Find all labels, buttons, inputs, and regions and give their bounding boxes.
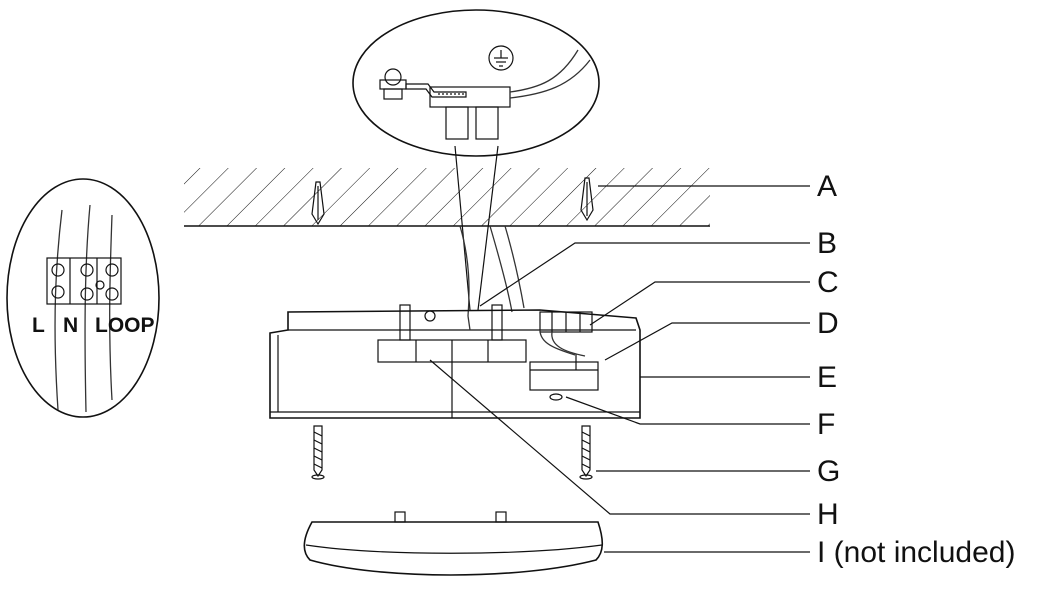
callout-b: B (817, 227, 837, 260)
screw-right (579, 425, 593, 480)
terminal-label-l: L (32, 314, 45, 337)
terminal-detail-bubble: L N LOOP (6, 178, 160, 418)
callout-i: I (not included) (817, 536, 1015, 569)
terminal-label-n: N (63, 314, 78, 337)
earth-detail-bubble (352, 9, 600, 311)
callout-a: A (817, 170, 837, 203)
callout-h: H (817, 498, 839, 531)
callout-e: E (817, 361, 837, 394)
callout-d: D (817, 307, 839, 340)
callout-f: F (817, 408, 835, 441)
wall-plug-right (580, 177, 594, 222)
wall-plug-left (311, 181, 325, 226)
ceiling (184, 168, 710, 227)
terminal-label-loop: LOOP (95, 314, 155, 337)
callout-c: C (817, 266, 839, 299)
callout-g: G (817, 455, 840, 488)
light-base (269, 304, 641, 419)
diffuser (303, 511, 604, 576)
terminal-block (46, 257, 122, 305)
screw-left (311, 425, 325, 480)
leader-lines (429, 185, 810, 553)
earth-symbol-icon (488, 45, 514, 71)
mains-cables (459, 225, 525, 317)
